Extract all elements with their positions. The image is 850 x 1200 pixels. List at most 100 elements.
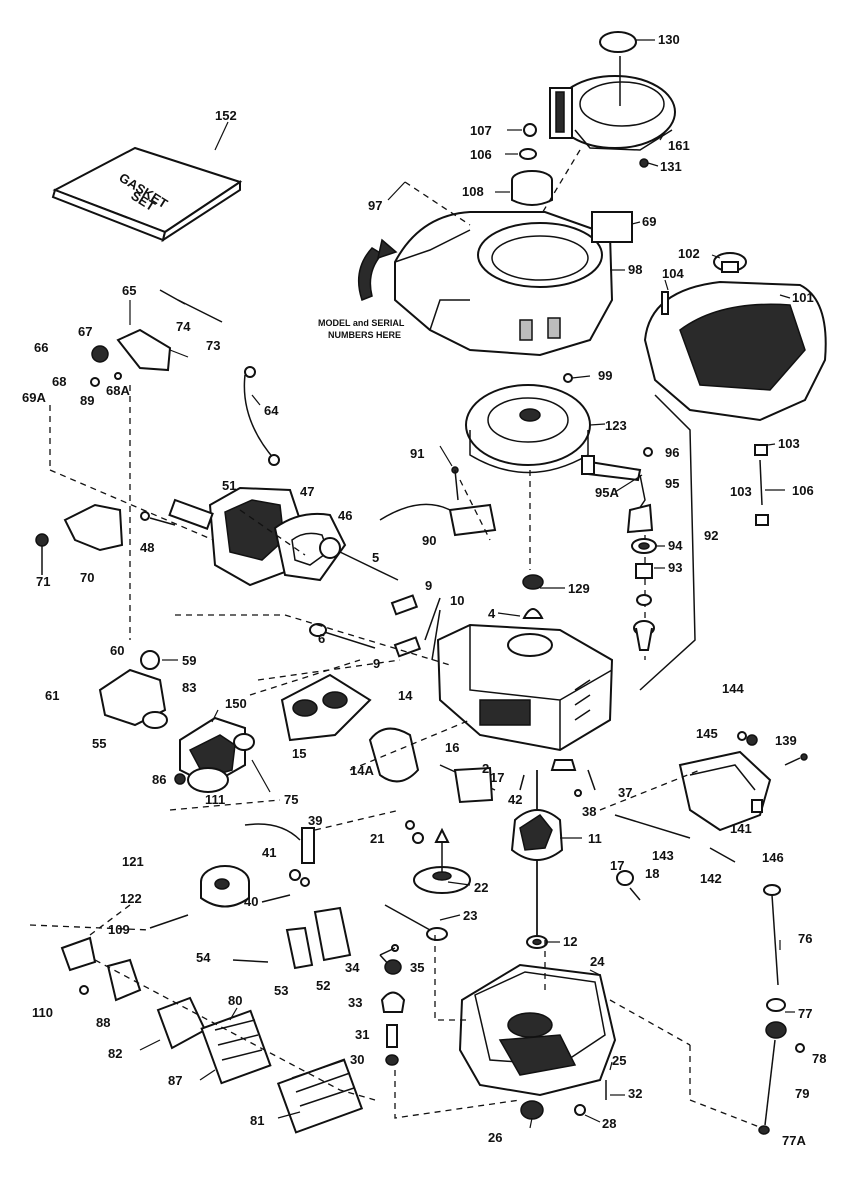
label-99: 99 bbox=[598, 368, 612, 383]
label-92: 92 bbox=[704, 528, 718, 543]
label-74: 74 bbox=[176, 319, 191, 334]
label-75: 75 bbox=[284, 792, 298, 807]
label-60: 60 bbox=[110, 643, 124, 658]
label-66: 66 bbox=[34, 340, 48, 355]
label-6: 6 bbox=[318, 631, 325, 646]
label-38: 38 bbox=[582, 804, 596, 819]
label-59: 59 bbox=[182, 653, 196, 668]
label-94: 94 bbox=[668, 538, 683, 553]
label-129: 129 bbox=[568, 581, 590, 596]
label-89: 89 bbox=[80, 393, 94, 408]
gasket-set-booklet: GASKET SET bbox=[51, 146, 243, 243]
label-23: 23 bbox=[463, 908, 477, 923]
label-130: 130 bbox=[658, 32, 680, 47]
label-145: 145 bbox=[696, 726, 718, 741]
label-32: 32 bbox=[628, 1086, 642, 1101]
label-79: 79 bbox=[795, 1086, 809, 1101]
label-78: 78 bbox=[812, 1051, 826, 1066]
label-2: 2 bbox=[482, 761, 489, 776]
air-filter-housing bbox=[200, 865, 250, 908]
label-67: 67 bbox=[78, 324, 92, 339]
label-102: 102 bbox=[678, 246, 700, 261]
label-70: 70 bbox=[80, 570, 94, 585]
label-69a: 69A bbox=[22, 390, 46, 405]
cylinder-block bbox=[436, 623, 614, 752]
label-10: 10 bbox=[450, 593, 464, 608]
label-52: 52 bbox=[316, 978, 330, 993]
label-65: 65 bbox=[122, 283, 136, 298]
label-31: 31 bbox=[355, 1027, 369, 1042]
label-97: 97 bbox=[368, 198, 382, 213]
label-33: 33 bbox=[348, 995, 362, 1010]
label-11: 11 bbox=[588, 831, 602, 846]
flywheel bbox=[465, 384, 591, 474]
label-61: 61 bbox=[45, 688, 59, 703]
label-37: 37 bbox=[618, 785, 632, 800]
label-42: 42 bbox=[508, 792, 522, 807]
label-5: 5 bbox=[372, 550, 379, 565]
label-76: 76 bbox=[798, 931, 812, 946]
label-121: 121 bbox=[122, 854, 144, 869]
label-107: 107 bbox=[470, 123, 492, 138]
label-21: 21 bbox=[370, 831, 384, 846]
label-109: 109 bbox=[108, 922, 130, 937]
blower-housing bbox=[394, 211, 614, 357]
label-39: 39 bbox=[308, 813, 322, 828]
label-77: 77 bbox=[798, 1006, 812, 1021]
label-93: 93 bbox=[668, 560, 682, 575]
label-96: 96 bbox=[665, 445, 679, 460]
label-161: 161 bbox=[668, 138, 690, 153]
label-25: 25 bbox=[612, 1053, 626, 1068]
label-73: 73 bbox=[206, 338, 220, 353]
label-54: 54 bbox=[196, 950, 211, 965]
label-123: 123 bbox=[605, 418, 627, 433]
label-83: 83 bbox=[182, 680, 196, 695]
label-131: 131 bbox=[660, 159, 682, 174]
carburetor-assembly bbox=[179, 716, 246, 793]
label-26: 26 bbox=[488, 1130, 502, 1145]
label-16: 16 bbox=[445, 740, 459, 755]
label-9a: 9 bbox=[425, 578, 432, 593]
label-18: 18 bbox=[645, 866, 659, 881]
label-95a: 95A bbox=[595, 485, 619, 500]
label-82: 82 bbox=[108, 1046, 122, 1061]
label-142: 142 bbox=[700, 871, 722, 886]
air-filter-cover bbox=[276, 1058, 364, 1134]
label-152: 152 bbox=[215, 108, 237, 123]
label-103a: 103 bbox=[778, 436, 800, 451]
label-104: 104 bbox=[662, 266, 684, 281]
label-90: 90 bbox=[422, 533, 436, 548]
dipstick bbox=[758, 884, 787, 1135]
label-144: 144 bbox=[722, 681, 744, 696]
label-106a: 106 bbox=[470, 147, 492, 162]
label-17b: 17 bbox=[610, 858, 624, 873]
model-serial-note-1: MODEL and SERIAL bbox=[318, 318, 405, 328]
label-95: 95 bbox=[665, 476, 679, 491]
label-77a: 77A bbox=[782, 1133, 806, 1148]
label-88: 88 bbox=[96, 1015, 110, 1030]
label-28: 28 bbox=[602, 1116, 616, 1131]
label-81: 81 bbox=[250, 1113, 264, 1128]
label-69: 69 bbox=[642, 214, 656, 229]
crankcase-sump bbox=[458, 963, 617, 1097]
control-bracket bbox=[678, 750, 772, 832]
label-53: 53 bbox=[274, 983, 288, 998]
label-71: 71 bbox=[36, 574, 50, 589]
label-122: 122 bbox=[120, 891, 142, 906]
part-labels: 130 161 131 107 106 108 97 69 98 102 104… bbox=[22, 32, 826, 1148]
label-14: 14 bbox=[398, 688, 413, 703]
label-48: 48 bbox=[140, 540, 154, 555]
carburetor-body bbox=[168, 486, 302, 587]
label-68: 68 bbox=[52, 374, 66, 389]
intake-manifold bbox=[280, 673, 372, 742]
label-46a: 46 bbox=[338, 508, 352, 523]
label-12: 12 bbox=[563, 934, 577, 949]
label-80: 80 bbox=[228, 993, 242, 1008]
label-30: 30 bbox=[350, 1052, 364, 1067]
label-101: 101 bbox=[792, 290, 814, 305]
label-15: 15 bbox=[292, 746, 306, 761]
label-40: 40 bbox=[244, 894, 258, 909]
label-106b: 106 bbox=[792, 483, 814, 498]
camshaft bbox=[413, 827, 471, 894]
